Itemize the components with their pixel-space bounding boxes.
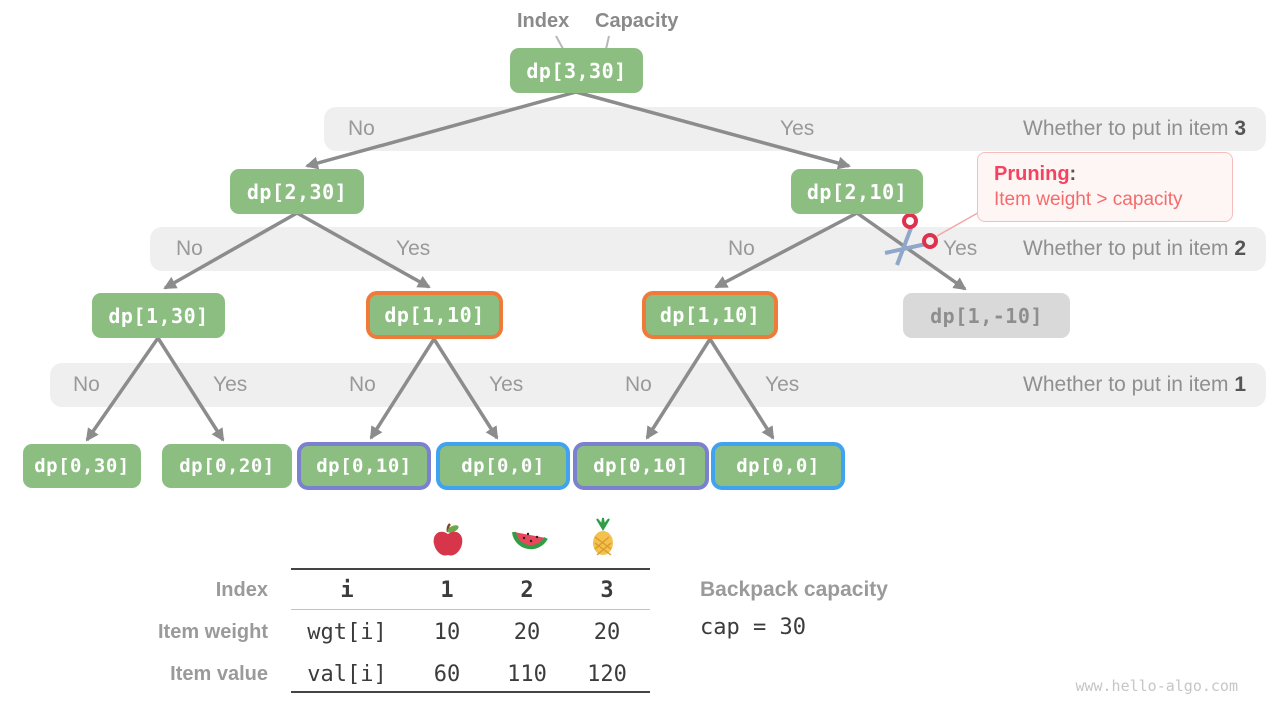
pineapple-icon: [593, 517, 613, 556]
choice-label: Yes: [489, 373, 524, 396]
tree-node-dp-0-10-left: dp[0,10]: [297, 442, 431, 490]
table-row-label-value: Item value: [170, 663, 268, 685]
pruning-title: Pruning:: [994, 163, 1077, 185]
tree-node-dp-1-neg10-pruned: dp[1,-10]: [903, 293, 1070, 338]
table-header-cell: 1: [440, 578, 454, 603]
tree-node-dp-0-30: dp[0,30]: [23, 444, 141, 488]
table-value-cell: 60: [433, 662, 461, 687]
tree-node-root: dp[3,30]: [510, 48, 643, 93]
choice-label: No: [348, 117, 375, 140]
tree-node-dp-2-10: dp[2,10]: [791, 169, 923, 214]
table-header-cell: 3: [600, 578, 614, 603]
tree-node-dp-0-20: dp[0,20]: [162, 444, 292, 488]
backpack-capacity-label: Backpack capacity: [700, 578, 888, 601]
band-question: Whether to put in item 2: [1023, 237, 1246, 260]
table-rule-bottom: [291, 691, 650, 693]
band-question: Whether to put in item 1: [1023, 373, 1246, 396]
choice-label: Yes: [780, 117, 815, 140]
scissors-icon: [884, 213, 938, 266]
choice-label: Yes: [765, 373, 800, 396]
tree-node-dp-0-10-right: dp[0,10]: [573, 442, 709, 490]
tree-node-dp-1-30: dp[1,30]: [92, 293, 225, 338]
choice-label: No: [349, 373, 376, 396]
decision-band-item-3: No Yes Whether to put in item 3: [324, 107, 1266, 151]
table-value-cell: val[i]: [307, 662, 387, 687]
capacity-pointer-label: Capacity: [595, 10, 679, 32]
table-row-label-index: Index: [215, 579, 268, 601]
table-weight-cell: 10: [433, 620, 461, 645]
table-weight-cell: wgt[i]: [307, 620, 387, 645]
pruning-description: Item weight > capacity: [994, 189, 1183, 210]
tree-node-dp-0-0-left: dp[0,0]: [436, 442, 570, 490]
tree-node-dp-2-30: dp[2,30]: [230, 169, 364, 214]
table-weight-cell: 20: [593, 620, 621, 645]
tree-node-dp-1-10-left: dp[1,10]: [366, 291, 503, 339]
choice-label: Yes: [943, 237, 978, 260]
choice-label: No: [625, 373, 652, 396]
table-weight-cell: 20: [513, 620, 541, 645]
table-row-label-weight: Item weight: [157, 621, 268, 643]
table-header-cell: 2: [520, 578, 534, 603]
watermark: www.hello-algo.com: [1075, 677, 1238, 695]
apple-icon: [433, 523, 463, 556]
watermelon-icon: [512, 531, 548, 550]
pruning-callout: Pruning: Item weight > capacity: [977, 152, 1233, 222]
choice-label: No: [728, 237, 755, 260]
table-value-cell: 120: [587, 662, 627, 687]
table-value-cell: 110: [507, 662, 547, 687]
choice-label: No: [176, 237, 203, 260]
backpack-capacity-value: cap = 30: [700, 615, 806, 640]
table-rule-top: [291, 568, 650, 570]
index-pointer-label: Index: [517, 10, 570, 32]
table-header-cell: i: [340, 578, 354, 603]
decision-band-item-1: No Yes No Yes No Yes Whether to put in i…: [50, 363, 1266, 407]
band-question: Whether to put in item 3: [1023, 117, 1246, 140]
pruning-connector-line: [936, 209, 984, 237]
table-rule-mid: [291, 609, 650, 610]
choice-label: No: [73, 373, 100, 396]
choice-label: Yes: [396, 237, 431, 260]
choice-label: Yes: [213, 373, 248, 396]
tree-node-dp-1-10-right: dp[1,10]: [642, 291, 778, 339]
tree-node-dp-0-0-right: dp[0,0]: [711, 442, 845, 490]
